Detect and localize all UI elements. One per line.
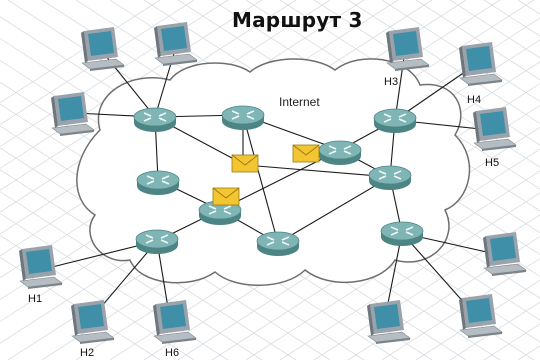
host-label-h2: H2 bbox=[80, 347, 95, 359]
computer-icon bbox=[385, 26, 430, 72]
envelope-icon bbox=[212, 187, 240, 206]
router-icon bbox=[373, 108, 417, 134]
grid-line bbox=[313, 214, 540, 360]
grid-line bbox=[347, 0, 540, 124]
computer-icon bbox=[366, 299, 411, 345]
grid-line bbox=[211, 148, 540, 360]
envelope-icon bbox=[292, 144, 320, 163]
diagram-title: Маршрут 3 bbox=[232, 8, 363, 32]
envelope-icon bbox=[231, 154, 259, 173]
computer-icon bbox=[18, 244, 63, 290]
router-icon bbox=[256, 231, 300, 257]
router-icon bbox=[136, 170, 180, 196]
router-icon bbox=[318, 140, 362, 166]
computer-icon bbox=[70, 299, 115, 345]
grid-line bbox=[517, 345, 540, 360]
computer-icon bbox=[458, 293, 503, 339]
grid-line bbox=[415, 0, 540, 81]
grid-line bbox=[415, 279, 540, 360]
router-icon bbox=[133, 107, 177, 133]
host-label-h3: H3 bbox=[384, 76, 399, 88]
router-icon bbox=[221, 105, 265, 131]
computer-icon bbox=[153, 21, 198, 67]
computer-icon bbox=[458, 41, 503, 87]
computer-icon bbox=[482, 231, 527, 277]
host-label-h4: H4 bbox=[467, 94, 482, 106]
grid-line bbox=[517, 0, 540, 15]
host-label-h6: H6 bbox=[165, 347, 180, 359]
grid-line bbox=[245, 170, 540, 360]
grid-line bbox=[313, 0, 540, 146]
grid-line bbox=[347, 236, 540, 360]
host-label-h1: H1 bbox=[28, 293, 43, 305]
router-icon bbox=[135, 229, 179, 255]
router-icon bbox=[368, 165, 412, 191]
computer-icon bbox=[152, 299, 197, 345]
host-label-h5: H5 bbox=[485, 157, 500, 169]
grid-line bbox=[279, 192, 540, 360]
computer-icon bbox=[472, 106, 517, 152]
internet-label: Internet bbox=[279, 95, 320, 109]
router-icon bbox=[380, 221, 424, 247]
